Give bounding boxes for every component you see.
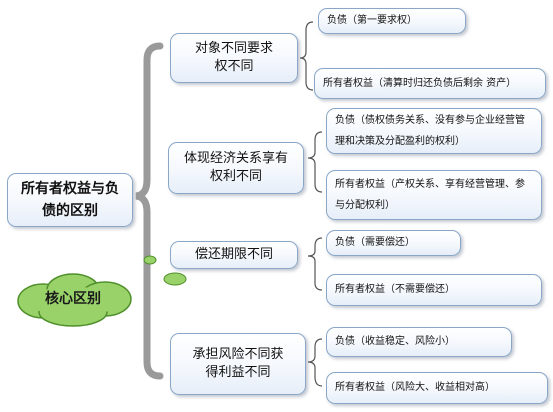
root-label: 所有者权益与负债的区别 bbox=[21, 181, 119, 219]
group-4-liability: 负债（收益稳定、风险小） bbox=[326, 327, 512, 357]
group-4-label: 承担风险不同获得利益不同 bbox=[192, 347, 284, 380]
group-2-node: 体现经济关系享有权利不同 bbox=[168, 142, 304, 194]
cloud-bubble-large bbox=[163, 272, 187, 286]
group-2-liability: 负债（债权债务关系、没有参与企业经营管理和决策及分配盈利的权利） bbox=[326, 108, 542, 154]
root-node: 所有者权益与负债的区别 bbox=[7, 173, 133, 227]
cloud-bubble-small bbox=[143, 255, 157, 265]
group-3-equity: 所有者权益（不需要偿还） bbox=[326, 274, 542, 306]
brace-2 bbox=[307, 131, 323, 193]
group-4-node: 承担风险不同获得利益不同 bbox=[170, 333, 306, 395]
brace-3 bbox=[307, 237, 323, 291]
group-2-label: 体现经济关系享有权利不同 bbox=[183, 151, 288, 184]
group-3-label: 偿还期限不同 bbox=[194, 247, 273, 262]
group-1-equity: 所有者权益（清算时归还负债后剩余 资产） bbox=[314, 68, 546, 99]
group-1-liability: 负债（第一要求权） bbox=[318, 8, 466, 34]
brace-4 bbox=[307, 338, 323, 387]
group-1-node: 对象不同要求权不同 bbox=[170, 33, 298, 83]
group-2-equity: 所有者权益（产权关系、享有经营管理、参与分配权利） bbox=[326, 170, 542, 220]
group-4-equity: 所有者权益（风险大、收益相对高） bbox=[326, 372, 548, 404]
brace-1 bbox=[299, 21, 314, 91]
group-3-node: 偿还期限不同 bbox=[170, 241, 298, 269]
cloud-shape bbox=[17, 273, 132, 327]
group-1-label: 对象不同要求权不同 bbox=[194, 41, 273, 74]
group-3-liability: 负债（需要偿还） bbox=[326, 230, 461, 256]
main-brace bbox=[135, 42, 164, 380]
core-label: 核心区别 bbox=[45, 291, 101, 307]
